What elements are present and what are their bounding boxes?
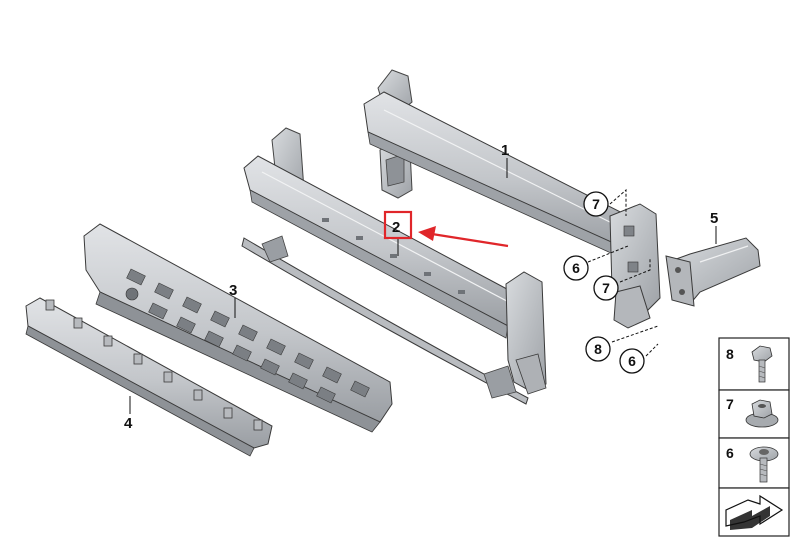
legend-box-8 [718, 337, 790, 391]
hex-bolt-icon [751, 345, 773, 383]
part-label-4: 4 [124, 415, 133, 432]
callout-8: 8 [585, 336, 611, 362]
legend-label-6: 6 [726, 445, 734, 461]
fastener-legend: 8 7 6 [718, 337, 790, 537]
part-5-deformation-element [665, 237, 761, 307]
part-2-lower-carrier [241, 127, 547, 405]
leader-lines [129, 158, 717, 414]
legend-box-6 [718, 437, 790, 489]
svg-text:6: 6 [572, 260, 580, 276]
direction-arrow-icon [725, 494, 784, 530]
red-arrow-shaft [431, 232, 509, 248]
callout-6-mid: 6 [563, 255, 589, 281]
legend-label-7: 7 [726, 396, 734, 412]
svg-text:6: 6 [628, 353, 636, 369]
highlight-box [383, 210, 413, 240]
callout-7-top: 7 [583, 191, 609, 217]
svg-text:7: 7 [592, 196, 600, 212]
part-label-2: 2 [392, 219, 400, 236]
callout-6-low: 6 [619, 348, 645, 374]
part-4-bracket-strip [25, 297, 273, 457]
flange-screw-icon [749, 446, 779, 483]
callout-7-low: 7 [593, 275, 619, 301]
part-label-1: 1 [501, 142, 509, 159]
part-label-5: 5 [710, 210, 718, 227]
legend-label-8: 8 [726, 346, 734, 362]
part-label-3: 3 [229, 282, 237, 299]
red-arrow-head [418, 226, 436, 241]
svg-text:7: 7 [602, 280, 610, 296]
flange-nut-icon [745, 399, 779, 428]
part-3-impact-absorber [83, 223, 393, 433]
svg-text:8: 8 [594, 341, 602, 357]
highlight-annotation [383, 210, 509, 248]
